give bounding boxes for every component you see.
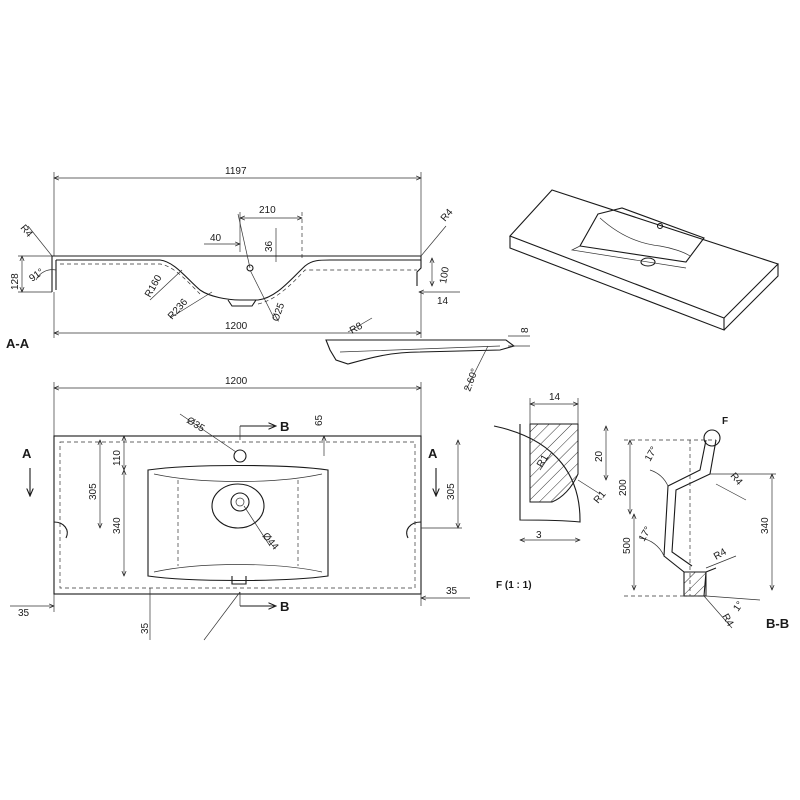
dim-65: 65 — [314, 414, 325, 426]
dim-dia44: Ø44 — [260, 531, 281, 553]
dim-angle-left: 91° — [27, 267, 46, 285]
dim-bb-500: 500 — [622, 537, 633, 554]
detail-f-label: F (1 : 1) — [496, 580, 532, 591]
dim-36: 36 — [264, 240, 275, 252]
dim-340-plan: 340 — [112, 517, 123, 534]
marker-b-bottom: B — [280, 599, 289, 614]
aa-top-surface — [52, 255, 421, 301]
plan-view: 1200 Ø35 65 110 305 305 340 Ø44 — [10, 376, 470, 641]
dim-r160: R160 — [143, 273, 165, 300]
dim-35-right: 35 — [446, 586, 458, 597]
plan-drain — [230, 492, 250, 512]
section-aa-view: 1197 210 40 36 128 100 R4 R4 — [6, 166, 531, 393]
dim-r8: R8 — [348, 320, 365, 336]
dim-height-left: 128 — [10, 273, 21, 290]
dim-305-left: 305 — [88, 483, 99, 500]
marker-a-right: A — [428, 446, 438, 461]
dim-height-right: 100 — [438, 266, 452, 285]
dim-r236: R236 — [166, 297, 190, 322]
dim-bb-200: 200 — [618, 479, 629, 496]
section-bb-label: B-B — [766, 616, 789, 631]
plan-drain-bowl — [211, 483, 265, 529]
dim-bottom: 1200 — [225, 321, 248, 332]
section-aa-label: A-A — [6, 336, 30, 351]
isometric-view — [509, 189, 780, 331]
dim-dia35: Ø35 — [184, 415, 206, 435]
dim-dia25: Ø25 — [270, 301, 287, 323]
plan-basin — [147, 464, 329, 582]
dim-110: 110 — [112, 450, 123, 466]
overflow-hole — [246, 264, 254, 272]
dim-bb-340: 340 — [760, 517, 771, 534]
dim-bb-angle-small: 1° — [731, 600, 745, 614]
detail-f-marker-circle — [703, 429, 721, 447]
dim-bb-r4-a: R4 — [728, 471, 745, 488]
dim-plan-width: 1200 — [225, 376, 248, 387]
dim-bb-angle-top: 17° — [643, 445, 660, 464]
dim-f-20: 20 — [594, 450, 605, 462]
dim-f-14: 14 — [549, 392, 561, 403]
dim-bb-angle-bottom: 17° — [637, 525, 654, 544]
dim-hole-offset: 210 — [259, 205, 276, 216]
marker-b-top: B — [280, 419, 289, 434]
section-bb-view: F 200 500 340 17° 17° R4 R4 R4 1° B-B — [618, 416, 789, 631]
dim-35-left: 35 — [18, 608, 30, 619]
dim-r4-right: R4 — [439, 207, 456, 224]
dim-bb-r4-c: R4 — [719, 612, 735, 629]
dim-f-r1: R1 — [592, 489, 609, 506]
detail-f-view: 14 20 R1 R1 3 F (1 : 1) — [493, 392, 609, 591]
iso-drain — [640, 257, 656, 267]
dim-14: 14 — [437, 296, 449, 307]
dim-35-bottom: 35 — [140, 622, 151, 634]
plan-outline — [53, 435, 422, 595]
aa-detail-profile — [325, 339, 516, 365]
dim-305-right: 305 — [446, 483, 457, 500]
dim-f-3: 3 — [536, 530, 542, 541]
dim-d8: 8 — [520, 327, 531, 333]
marker-a-left: A — [22, 446, 32, 461]
dim-r4-left: R4 — [18, 223, 35, 240]
dim-40: 40 — [210, 233, 222, 244]
iso-tap-hole — [656, 222, 664, 230]
dim-overall: 1197 — [225, 166, 247, 177]
plan-tap-hole — [233, 449, 247, 463]
marker-f: F — [722, 416, 728, 427]
dim-angle-detail: 2.60° — [462, 367, 480, 393]
